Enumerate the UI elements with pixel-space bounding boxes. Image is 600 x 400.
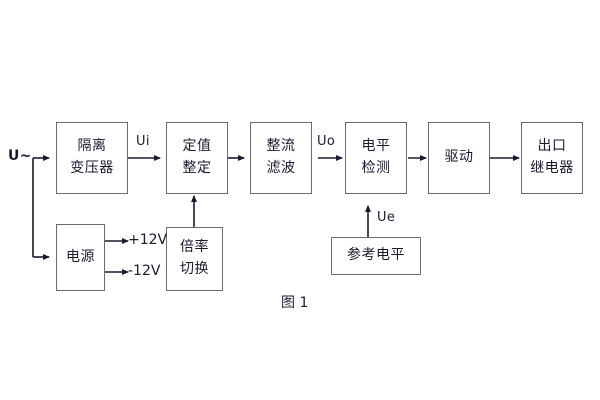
block-line: 电源	[66, 248, 95, 265]
block-line: 出口	[537, 138, 567, 155]
block-reference-level[interactable]: 参考电平	[331, 237, 421, 275]
block-line: 驱动	[444, 149, 474, 166]
figure-caption: 图 1	[281, 295, 309, 311]
block-line: 滤波	[266, 160, 296, 176]
block-line: 定值	[182, 138, 212, 155]
block-rectify-filter[interactable]: 整流 滤波	[250, 122, 312, 194]
block-power-supply[interactable]: 电源	[56, 224, 105, 291]
block-line: 倍率	[180, 239, 209, 256]
block-level-detect[interactable]: 电平 检测	[345, 122, 407, 194]
rail-label-positive: +12V	[128, 232, 168, 248]
block-line: 整流	[266, 138, 296, 155]
block-line: 继电器	[530, 160, 574, 176]
block-output-relay[interactable]: 出口 继电器	[521, 122, 583, 194]
signal-label-ue: Ue	[377, 210, 396, 225]
block-setpoint-adjust[interactable]: 定值 整定	[166, 122, 228, 194]
signal-label-ui: Ui	[136, 134, 150, 149]
block-line: 参考电平	[347, 247, 405, 264]
block-ratio-switch[interactable]: 倍率 切换	[166, 227, 223, 291]
block-drive[interactable]: 驱动	[428, 122, 490, 194]
rail-label-negative: -12V	[128, 263, 161, 279]
block-line: 检测	[361, 160, 391, 176]
input-label-u: U~	[8, 148, 32, 164]
block-line: 切换	[180, 261, 209, 277]
block-line: 变压器	[70, 160, 114, 176]
block-line: 隔离	[77, 138, 107, 155]
signal-label-uo: Uo	[317, 134, 336, 149]
block-isolation-transformer[interactable]: 隔离 变压器	[56, 122, 128, 194]
wire-input-trunk	[32, 155, 50, 260]
block-line: 电平	[361, 138, 391, 155]
block-line: 整定	[182, 160, 212, 176]
